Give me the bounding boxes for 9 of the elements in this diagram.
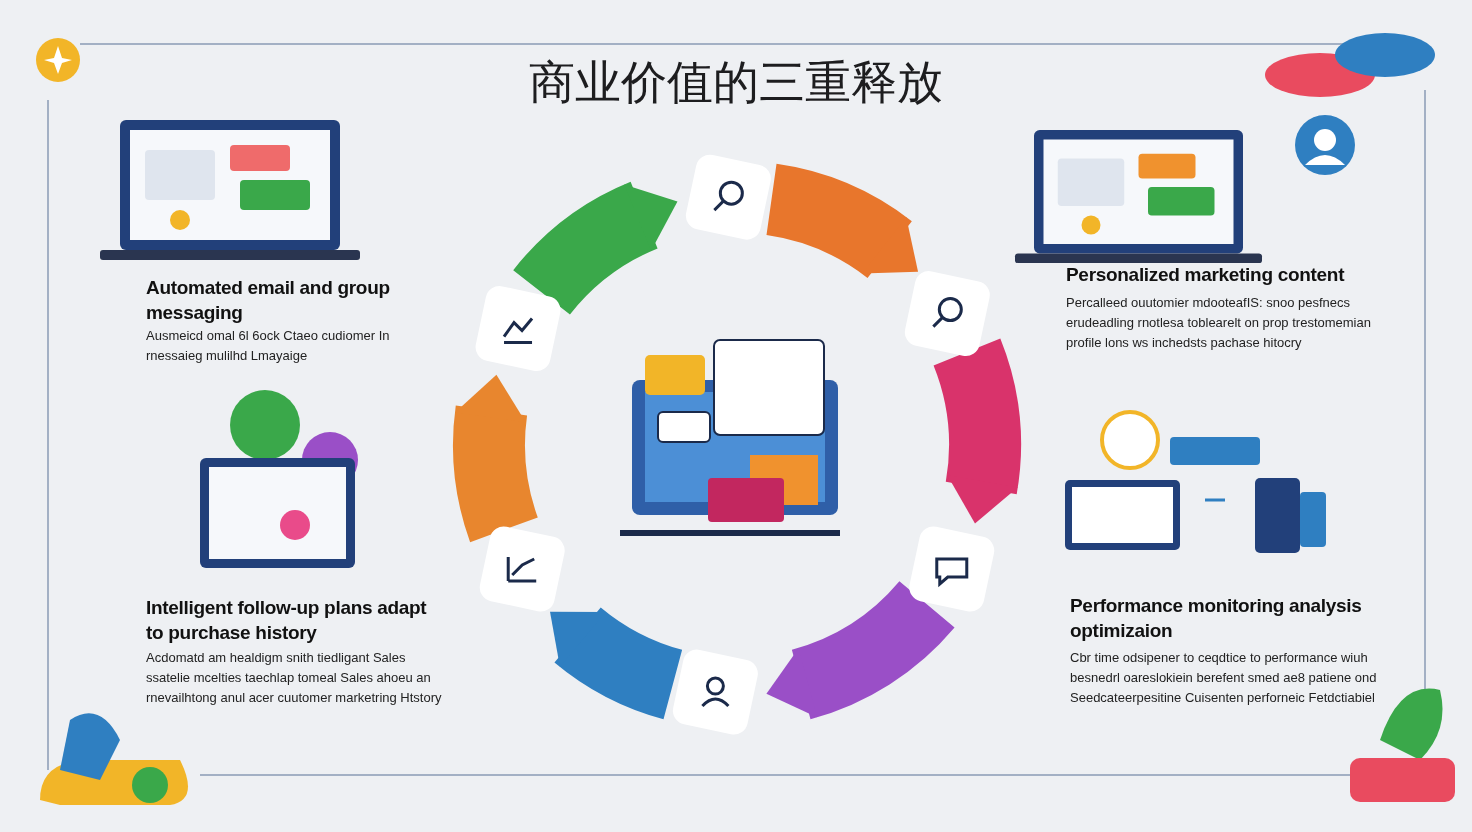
feature-description: Percalleed ouutomier mdooteafIS: snoo pesfnecs erudeadling rnotlesa toblearelt on prop trestomemian profile lons ws inchedsts pachase hitocry [1066, 294, 1372, 353]
feature-heading: Personalized marketing content [1066, 263, 1346, 287]
feature-heading: Automated email and group messaging [146, 276, 391, 325]
title: 商业价值的三重释放 [529, 54, 943, 111]
feature-description: Cbr time odsipener to ceqdtice to performance wiuh besnedrl oareslokiein berefent smed ae8 patiene ond Seedcateerpesitine Cuisenten perforneic Fetdctiabiel [1070, 649, 1378, 708]
feature-heading: Intelligent follow-up plans adapt to purchase history [146, 596, 428, 645]
feature-heading: Performance monitoring analysis optimizaion [1070, 594, 1363, 643]
feature-description: Acdomatd am healdigm snith tiedligant Sales ssatelie mcelties taechlap tomeal Sales ahoeu an rnevailhtong anul acer cuutomer marketring Htstory [146, 649, 443, 708]
feature-description: Ausmeicd omal 6l 6ock Ctaeo cudiomer In rnessaieg mulilhd Lmayaige [146, 327, 391, 366]
